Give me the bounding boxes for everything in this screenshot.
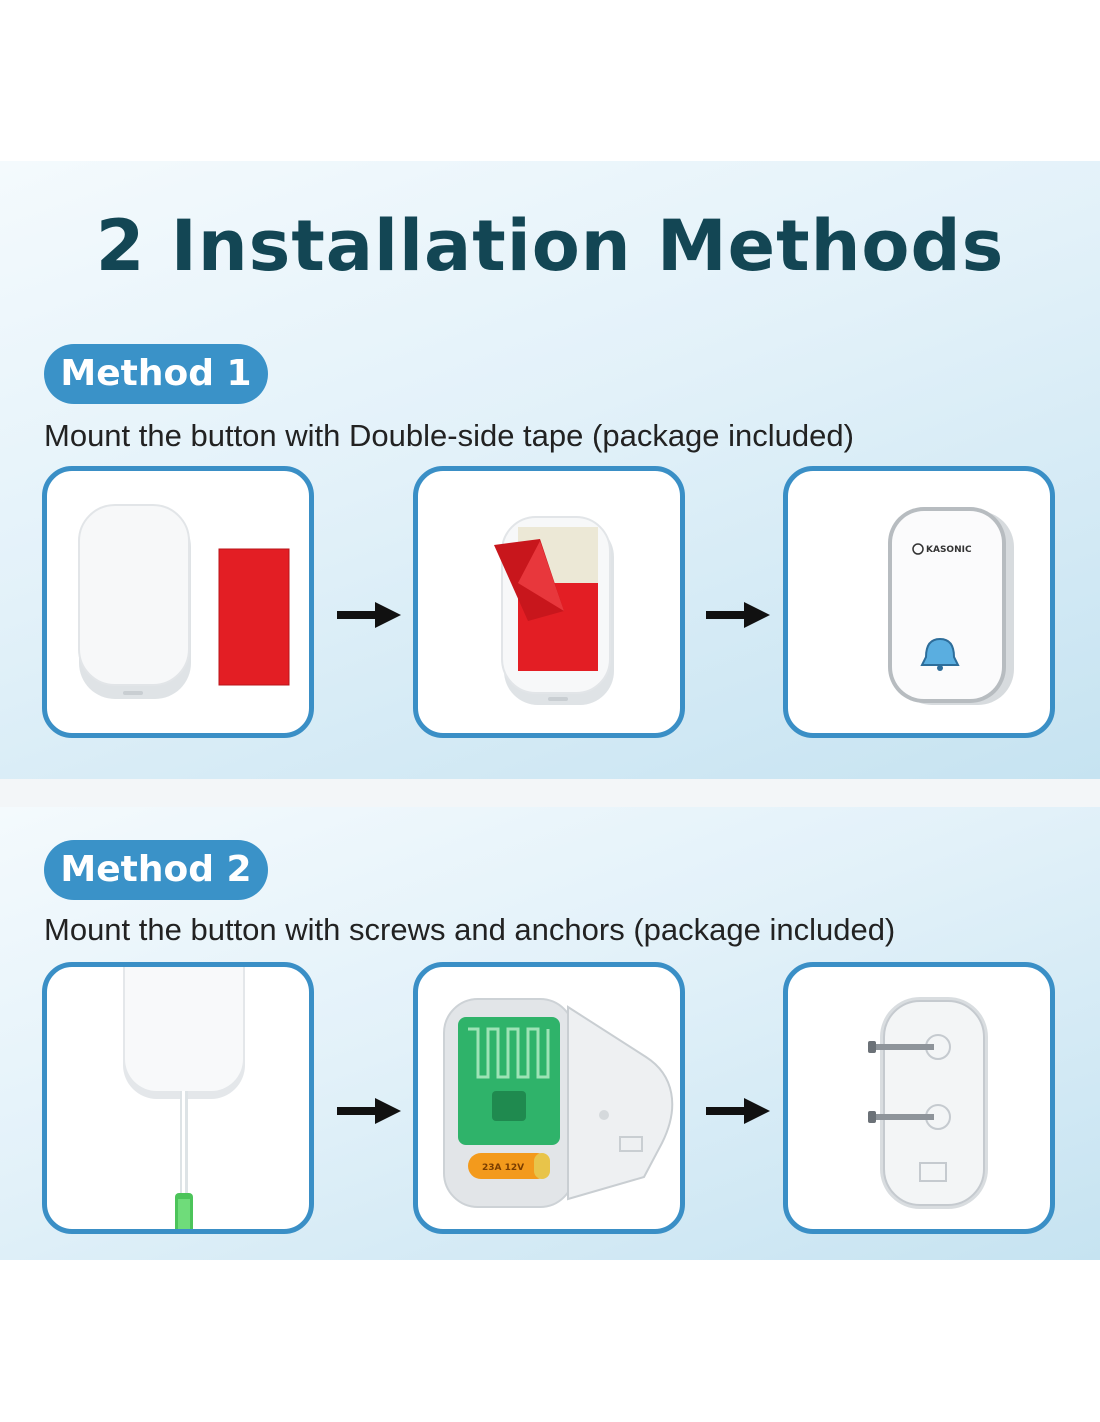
- step-image-button-back-and-tape: [42, 466, 314, 738]
- button-back-and-tape-illustration: [78, 504, 290, 699]
- section-divider: [0, 779, 1100, 807]
- step-image-opened-button-with-battery: 23A 12V: [413, 962, 685, 1234]
- arrow-right-icon: [337, 1098, 401, 1124]
- mounted-button-illustration: KASONIC: [888, 507, 1014, 705]
- arrow-right-icon: [337, 602, 401, 628]
- method-1-description: Mount the button with Double-side tape (…: [44, 418, 854, 453]
- tape-applied-illustration: [494, 516, 614, 705]
- method-2-badge: Method 2: [44, 840, 268, 900]
- step-image-button-with-screwdriver: [42, 962, 314, 1234]
- method-1-badge: Method 1: [44, 344, 268, 404]
- battery-label: 23A 12V: [482, 1163, 524, 1173]
- brand-logo: KASONIC: [926, 545, 972, 555]
- step-image-mounted-doorbell-button: KASONIC: [783, 466, 1055, 738]
- button-base-illustration: [868, 997, 988, 1209]
- arrow-right-icon: [706, 602, 770, 628]
- step-image-tape-applied-to-button: [413, 466, 685, 738]
- step-image-button-base-with-screws: [783, 962, 1055, 1234]
- page-title: 2 Installation Methods: [95, 205, 1005, 287]
- button-screwdriver-illustration: [123, 967, 245, 1229]
- opened-button-illustration: 23A 12V: [443, 998, 674, 1208]
- arrow-right-icon: [706, 1098, 770, 1124]
- method-2-description: Mount the button with screws and anchors…: [44, 912, 896, 947]
